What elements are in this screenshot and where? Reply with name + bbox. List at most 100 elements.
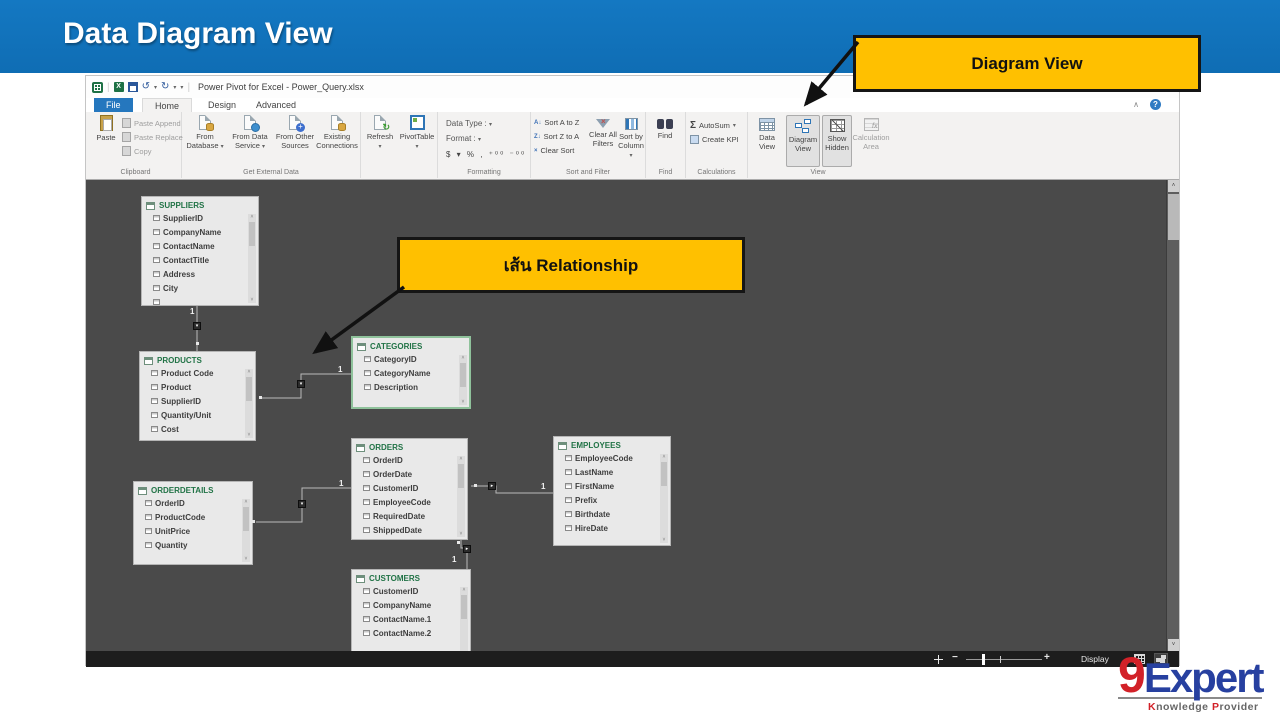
table-field-row[interactable]: EmployeeCode [352, 495, 467, 509]
scroll-up-icon[interactable]: ˄ [461, 355, 465, 361]
table-field-row[interactable]: Product [140, 380, 255, 394]
table-field-row[interactable]: Birthdate [554, 507, 670, 521]
table-field-row[interactable]: OrderID [352, 453, 467, 467]
table-field-row[interactable]: ShippedDate [352, 523, 467, 537]
table-field-row[interactable]: Quantity/Unit [140, 408, 255, 422]
table-scrollbar[interactable]: ˄˅ [459, 355, 467, 405]
save-icon[interactable] [127, 82, 138, 92]
redo-dropdown-icon[interactable]: ▾ [173, 84, 177, 91]
scrollbar-thumb[interactable] [460, 363, 466, 387]
table-field-row[interactable]: City [142, 281, 258, 295]
scroll-up-icon[interactable]: ˄ [250, 214, 254, 220]
table-field-row[interactable]: Prefix [554, 493, 670, 507]
create-kpi-button[interactable]: Create KPI [690, 135, 739, 144]
table-field-row[interactable]: CompanyName [352, 598, 470, 612]
scroll-up-icon[interactable]: ˄ [459, 456, 463, 462]
scroll-down-icon[interactable]: ˅ [459, 531, 463, 537]
refresh-button[interactable]: ↻ Refresh▾ [364, 115, 396, 151]
relationship-arrow-marker[interactable]: ▾ [297, 380, 305, 388]
table-field-row[interactable]: CustomerID [352, 584, 470, 598]
scrollbar-thumb[interactable] [1168, 194, 1179, 240]
zoom-in-icon[interactable]: + [1044, 652, 1050, 663]
table-scrollbar[interactable]: ˄˅ [457, 456, 465, 537]
table-scrollbar[interactable]: ˄ [460, 587, 468, 651]
table-field-row[interactable]: Address [142, 267, 258, 281]
paste-button[interactable]: Paste [92, 115, 120, 142]
fit-to-screen-icon[interactable] [934, 655, 943, 664]
undo-dropdown-icon[interactable]: ▾ [154, 84, 158, 91]
relationship-arrow-marker[interactable]: ▸ [463, 545, 471, 553]
table-field-row[interactable]: CompanyName [142, 225, 258, 239]
scroll-down-icon[interactable]: ˅ [250, 297, 254, 303]
redo-icon[interactable]: ↻ [161, 81, 170, 92]
scroll-up-icon[interactable]: ˄ [244, 499, 248, 505]
table-field-row[interactable]: ContactName.1 [352, 612, 470, 626]
canvas-vertical-scrollbar[interactable]: ˄ ˅ [1166, 180, 1179, 651]
sort-z-to-a-button[interactable]: Z↓ Sort Z to A [534, 132, 579, 141]
zoom-out-icon[interactable]: − [952, 652, 958, 663]
table-scrollbar[interactable]: ˄˅ [660, 454, 668, 543]
scroll-down-icon[interactable]: ˅ [247, 432, 251, 438]
scroll-up-icon[interactable]: ˄ [247, 369, 251, 375]
relationship-arrow-marker[interactable]: ▸ [488, 482, 496, 490]
data-view-toggle-icon[interactable] [1134, 654, 1145, 664]
scrollbar-thumb[interactable] [461, 595, 467, 619]
table-field-row[interactable]: Description [353, 380, 469, 394]
table-field-row[interactable]: ContactName [142, 239, 258, 253]
table-card-categories[interactable]: CATEGORIES CategoryID CategoryName Descr… [351, 336, 471, 409]
scroll-up-icon[interactable]: ˄ [1168, 180, 1179, 192]
scroll-down-icon[interactable]: ˅ [244, 556, 248, 562]
zoom-slider-handle[interactable] [982, 654, 985, 665]
zoom-slider-track[interactable] [966, 659, 1042, 660]
table-field-row[interactable]: OrderID [134, 496, 252, 510]
table-card-orderdetails[interactable]: ORDERDETAILS OrderID ProductCode UnitPri… [133, 481, 253, 565]
scrollbar-thumb[interactable] [246, 377, 252, 401]
clear-sort-button[interactable]: × Clear Sort [534, 146, 574, 155]
clipboard-item[interactable]: Copy [122, 144, 183, 158]
diagram-view-toggle-icon[interactable] [1154, 653, 1168, 665]
table-field-row[interactable]: RequiredDate [352, 509, 467, 523]
table-card-products[interactable]: PRODUCTS Product Code Product SupplierID… [139, 351, 256, 441]
table-field-row[interactable]: CategoryID [353, 352, 469, 366]
table-field-row[interactable]: FirstName [554, 479, 670, 493]
table-field-row[interactable]: Product Code [140, 366, 255, 380]
table-header[interactable]: EMPLOYEES [554, 437, 670, 451]
find-button[interactable]: Find [650, 115, 680, 140]
table-field-row[interactable]: ContactName.2 [352, 626, 470, 640]
table-card-employees[interactable]: EMPLOYEES EmployeeCode LastName FirstNam… [553, 436, 671, 546]
table-field-row[interactable]: SupplierID [140, 394, 255, 408]
autosum-button[interactable]: Σ AutoSum ▾ [690, 120, 736, 131]
relationship-arrow-marker[interactable]: ▾ [193, 322, 201, 330]
table-scrollbar[interactable]: ˄˅ [242, 499, 250, 562]
tab-file[interactable]: File [94, 98, 133, 112]
scroll-up-icon[interactable]: ˄ [662, 454, 666, 460]
data-type-dropdown[interactable]: Data Type : ▾ [446, 119, 493, 128]
scrollbar-thumb[interactable] [243, 507, 249, 531]
scrollbar-thumb[interactable] [661, 462, 667, 486]
collapse-ribbon-icon[interactable]: ∧ [1133, 100, 1139, 109]
undo-icon[interactable]: ↺ [141, 81, 150, 92]
table-header[interactable]: SUPPLIERS [142, 197, 258, 211]
table-header[interactable]: PRODUCTS [140, 352, 255, 366]
scroll-down-icon[interactable]: ˅ [461, 399, 465, 405]
table-field-row[interactable]: LastName [554, 465, 670, 479]
scrollbar-thumb[interactable] [249, 222, 255, 246]
table-field-row[interactable]: EmployeeCode [554, 451, 670, 465]
clipboard-item[interactable]: Paste Append [122, 116, 183, 130]
help-icon[interactable]: ? [1150, 99, 1161, 110]
table-card-customers[interactable]: CUSTOMERS CustomerID CompanyName Contact… [351, 569, 471, 651]
table-field-row[interactable]: HireDate [554, 521, 670, 535]
table-header[interactable]: CATEGORIES [353, 338, 469, 352]
scroll-down-icon[interactable]: ˅ [1168, 639, 1179, 651]
pivottable-button[interactable]: PivotTable▾ [399, 115, 435, 151]
scroll-down-icon[interactable]: ˅ [662, 537, 666, 543]
table-field-row[interactable]: Cost [140, 422, 255, 436]
